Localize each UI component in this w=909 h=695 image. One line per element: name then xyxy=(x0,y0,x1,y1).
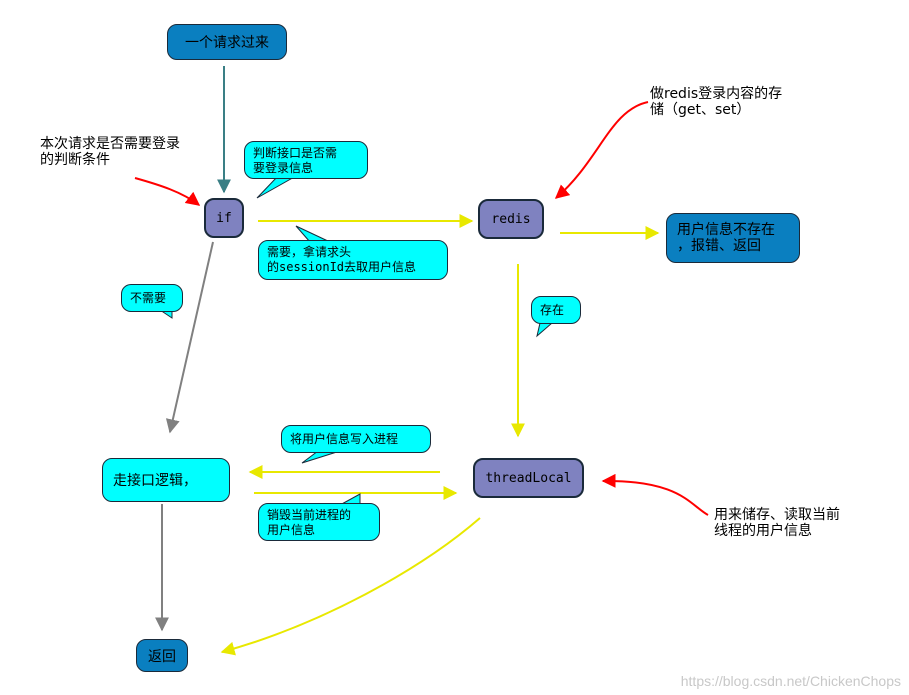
bubble-need-login-line-1: 需要，拿请求头 xyxy=(267,245,352,259)
node-request: 一个请求过来 xyxy=(167,24,287,60)
note-threadlocal-usage-line-2: 线程的用户信息 xyxy=(714,523,812,539)
note-threadlocal-usage-line-1: 用来储存、读取当前 xyxy=(714,507,840,523)
bubble-exists-line-1: 存在 xyxy=(540,303,565,317)
bubble-tail-exists xyxy=(536,322,554,338)
bubble-destroy-thread-line-2: 用户信息 xyxy=(267,523,316,537)
node-if-label: if xyxy=(216,210,232,226)
node-redis-label: redis xyxy=(491,211,531,227)
bubble-tail-check-login xyxy=(256,175,298,199)
node-user-not-exist-line-1: 用户信息不存在 xyxy=(677,222,775,238)
bubble-need-login: 需要，拿请求头 的sessionId去取用户信息 xyxy=(258,240,448,280)
node-if: if xyxy=(204,198,244,238)
watermark: https://blog.csdn.net/ChickenChops xyxy=(680,673,901,689)
bubble-no-need-line-1: 不需要 xyxy=(130,291,167,305)
arrow-note-login-condition xyxy=(134,177,201,206)
arrow-if-to-business xyxy=(165,241,214,434)
bubble-check-login: 判断接口是否需 要登录信息 xyxy=(244,141,368,179)
bubble-no-need: 不需要 xyxy=(121,284,183,312)
arrow-threadlocal-to-return xyxy=(220,517,481,656)
note-redis-storage: 做redis登录内容的存 储（get、set） xyxy=(650,86,782,118)
bubble-check-login-line-2: 要登录信息 xyxy=(253,161,314,175)
note-threadlocal-usage: 用来储存、读取当前 线程的用户信息 xyxy=(714,507,840,539)
bubble-check-login-line-1: 判断接口是否需 xyxy=(253,146,338,160)
node-return-label: 返回 xyxy=(148,648,176,665)
bubble-exists: 存在 xyxy=(531,296,581,324)
bubble-write-thread: 将用户信息写入进程 xyxy=(281,425,431,453)
node-redis: redis xyxy=(478,199,544,239)
note-redis-storage-line-1: 做redis登录内容的存 xyxy=(650,86,783,102)
note-login-condition-line-1: 本次请求是否需要登录 xyxy=(40,136,180,152)
node-business-logic-label: 走接口逻辑， xyxy=(113,473,197,489)
bubble-write-thread-line-1: 将用户信息写入进程 xyxy=(290,432,399,446)
node-request-label: 一个请求过来 xyxy=(185,35,269,51)
bubble-destroy-thread-line-1: 销毁当前进程的 xyxy=(267,508,352,522)
note-login-condition: 本次请求是否需要登录 的判断条件 xyxy=(40,136,180,168)
node-user-not-exist: 用户信息不存在 ，报错、返回 xyxy=(666,213,800,263)
arrow-note-redis-storage xyxy=(554,101,649,199)
node-threadlocal-label: threadLocal xyxy=(485,470,572,486)
bubble-destroy-thread: 销毁当前进程的 用户信息 xyxy=(258,503,380,541)
note-login-condition-line-2: 的判断条件 xyxy=(40,152,110,168)
arrow-note-threadlocal-usage xyxy=(601,473,709,516)
note-redis-storage-line-2: 储（get、set） xyxy=(650,102,751,118)
node-user-not-exist-line-2: ，报错、返回 xyxy=(677,238,761,254)
node-return: 返回 xyxy=(136,639,188,672)
node-business-logic: 走接口逻辑， xyxy=(102,458,230,502)
bubble-need-login-line-2: 的sessionId去取用户信息 xyxy=(267,260,417,274)
node-threadlocal: threadLocal xyxy=(473,458,584,498)
